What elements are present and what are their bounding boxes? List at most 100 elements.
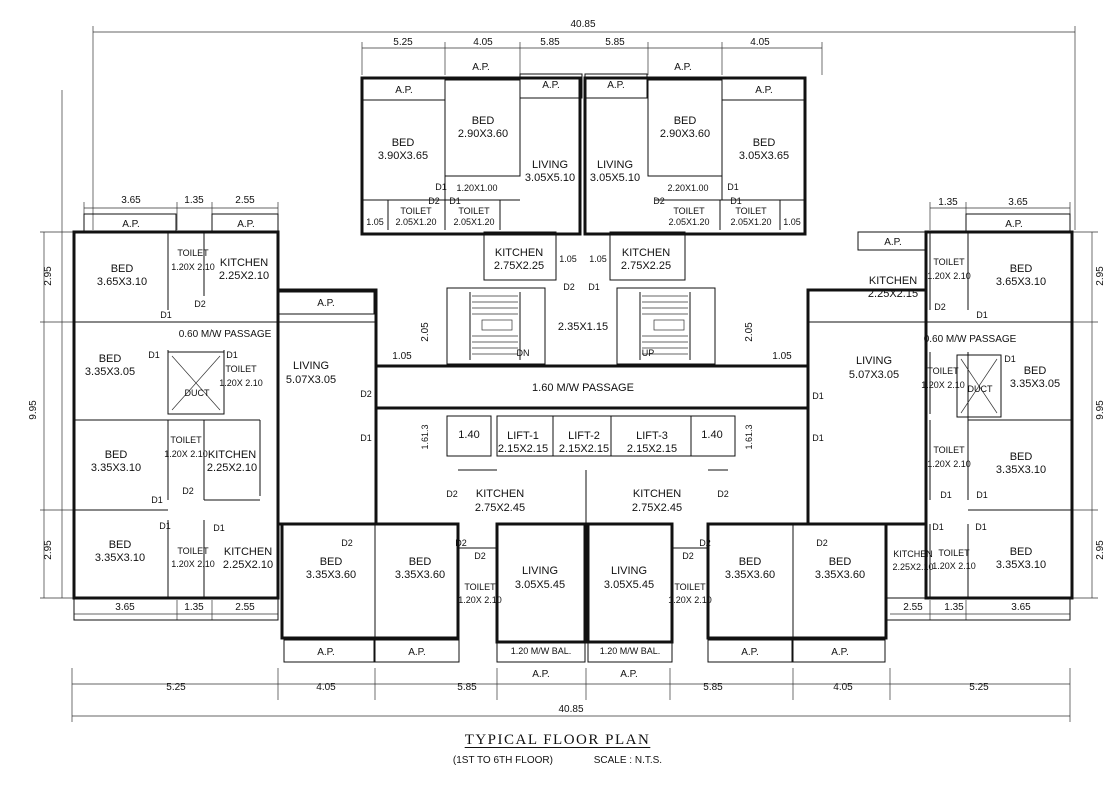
room-size: 1.20X 2.10 (171, 262, 215, 272)
room-name: LIFT-3 (636, 430, 668, 442)
door-label: D2 (653, 196, 665, 206)
kitchen-niche-label: 1.05 (559, 254, 577, 264)
drawing-subtitle: (1ST TO 6TH FLOOR) (452, 755, 553, 766)
room-name: TOILET (673, 206, 705, 216)
dimension-text: 40.85 5.25 4.05 5.85 5.85 4.05 3.65 1.35… (28, 19, 1106, 715)
room-name: BED (1024, 365, 1047, 377)
room-size: 1.20X 2.10 (458, 595, 502, 605)
room-name: TOILET (933, 257, 965, 267)
ap-label: A.P. (884, 237, 902, 248)
room-size: 1.20X 2.10 (171, 559, 215, 569)
room-labels: BED 3.90X3.65 BED 2.90X3.60 LIVING 3.05X… (85, 115, 1060, 605)
dim-north: 4.05 (750, 37, 770, 48)
room-size: 2.15X2.15 (559, 443, 609, 455)
lift-gap-label: 1.61.3 (744, 424, 754, 449)
door-label: D1 (160, 310, 172, 320)
room-name: TOILET (400, 206, 432, 216)
room-name: KITCHEN (893, 549, 933, 559)
room-size: 1.20X 2.10 (164, 449, 208, 459)
room-size: 3.05X5.10 (590, 172, 640, 184)
room-size: 3.35X3.60 (395, 569, 445, 581)
room-size: 3.35X3.10 (95, 552, 145, 564)
ap-label: A.P. (607, 80, 625, 91)
room-name: BED (1010, 451, 1033, 463)
ap-label: A.P. (408, 647, 426, 658)
room-name: TOILET (674, 582, 706, 592)
room-name: KITCHEN (633, 488, 681, 500)
room-size: 2.25X2.10 (219, 270, 269, 282)
room-size: 3.05X5.45 (604, 579, 654, 591)
door-labels: D1 D2 D1 D2 D1 D1 D2 D1 D2 D1 D1 D1 D2 D… (148, 182, 1016, 561)
door-label: D2 (682, 551, 694, 561)
dim-right-side: 2.95 (1095, 540, 1106, 560)
room-size: 3.35X3.05 (1010, 378, 1060, 390)
door-label: D1 (940, 490, 952, 500)
room-size: 1.20X 2.10 (927, 459, 971, 469)
room-name: TOILET (170, 435, 202, 445)
door-label: D1 (360, 433, 372, 443)
room-size: 5.07X3.05 (849, 369, 899, 381)
room-name: BED (1010, 263, 1033, 275)
door-label: D1 (727, 182, 739, 192)
room-size: 1.20X 2.10 (219, 378, 263, 388)
balcony-label: 1.20 M/W BAL. (600, 646, 661, 656)
room-name: LIVING (611, 565, 647, 577)
door-label: D1 (1004, 354, 1016, 364)
door-label: D1 (449, 196, 461, 206)
ap-label: A.P. (620, 669, 638, 680)
overall-width-bottom: 40.85 (558, 704, 583, 715)
door-label: D2 (446, 489, 458, 499)
room-name: TOILET (933, 445, 965, 455)
room-size: 2.05X1.20 (730, 217, 771, 227)
dim-bottom-chain: 5.85 (703, 682, 723, 693)
room-size: 2.05X1.20 (395, 217, 436, 227)
dim-top-east: 1.35 (938, 197, 958, 208)
room-name: LIVING (856, 355, 892, 367)
stair-treads (472, 295, 688, 355)
lift-lobby-side-label: 1.40 (458, 429, 479, 441)
room-name: TOILET (464, 582, 496, 592)
door-label: D1 (151, 495, 163, 505)
room-size: 3.35X3.60 (725, 569, 775, 581)
dim-top-west: 3.65 (121, 195, 141, 206)
dim-bottom-chain: 5.25 (166, 682, 186, 693)
dim-north: 5.25 (393, 37, 413, 48)
room-size: 3.35X3.05 (85, 366, 135, 378)
door-label: D2 (182, 486, 194, 496)
stair-dn-label: DN (517, 348, 530, 358)
ap-label: A.P. (395, 85, 413, 96)
door-label: D1 (932, 522, 944, 532)
dim-left-side: 2.95 (43, 540, 54, 560)
dim-bottom-west: 3.65 (115, 602, 135, 613)
balcony-label: 1.20 M/W BAL. (511, 646, 572, 656)
drawing-title: TYPICAL FLOOR PLAN (464, 732, 651, 748)
ap-label: A.P. (532, 669, 550, 680)
room-size: 3.35X3.10 (91, 462, 141, 474)
room-name: BED (320, 556, 343, 568)
room-size: 3.05X3.65 (739, 150, 789, 162)
ap-labels: A.P. A.P. A.P. A.P. A.P. A.P. A.P. A.P. … (122, 62, 1023, 680)
lift-lobby-side-label: 1.40 (701, 429, 722, 441)
room-name: KITCHEN (622, 247, 670, 259)
room-size: 5.07X3.05 (286, 374, 336, 386)
room-name: BED (753, 137, 776, 149)
room-name: TOILET (938, 548, 970, 558)
door-label: D1 (226, 350, 238, 360)
ap-label: A.P. (1005, 219, 1023, 230)
stair-width-label: 1.05 (772, 351, 792, 362)
dim-north: 4.05 (473, 37, 493, 48)
drawing-scale: SCALE : N.T.S. (593, 755, 663, 766)
room-size: 2.35X1.15 (558, 321, 608, 333)
room-name: LIVING (532, 159, 568, 171)
room-name: BED (472, 115, 495, 127)
room-size: 2.75X2.45 (475, 502, 525, 514)
door-label: D2 (699, 538, 711, 548)
room-name: TOILET (177, 546, 209, 556)
ap-label: A.P. (122, 219, 140, 230)
duct-label: DUCT (968, 384, 993, 394)
room-name: KITCHEN (224, 546, 272, 558)
lift-gap-label: 1.61.3 (420, 424, 430, 449)
room-size: 3.35X3.10 (996, 559, 1046, 571)
room-size: 2.25X2.10 (892, 562, 933, 572)
stair-landing-label: 2.05 (744, 322, 755, 342)
